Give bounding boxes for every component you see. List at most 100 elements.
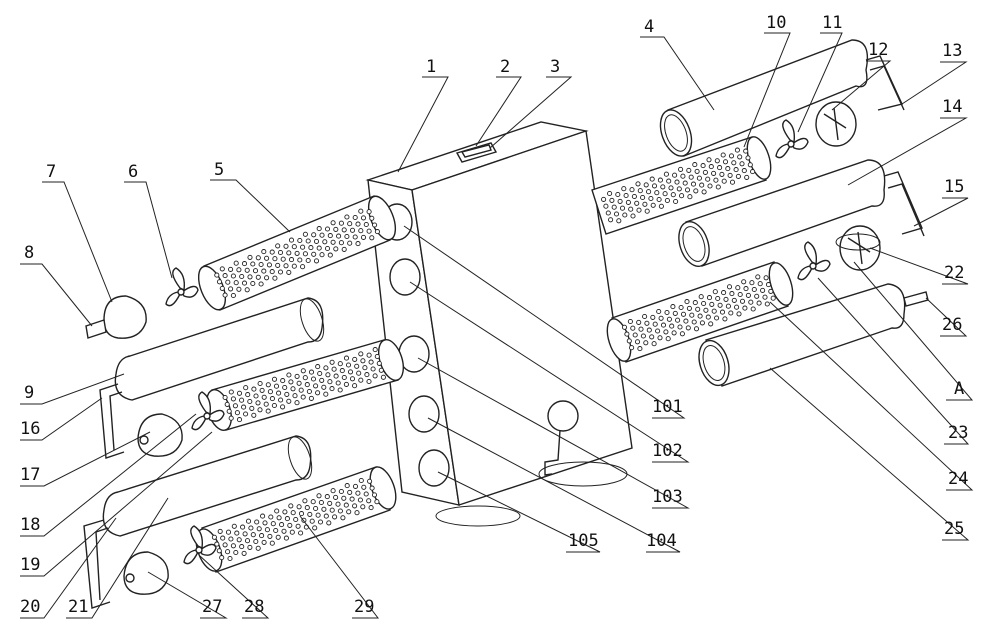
perforation-hole [256,526,262,532]
label-11: 11 [822,13,842,33]
perforation-hole [291,244,297,250]
perforation-hole [680,173,686,179]
perforation-hole [333,373,339,379]
perforation-hole [729,291,735,297]
perforation-hole [318,499,324,506]
perforation-hole [651,183,658,189]
perforation-hole [670,304,676,310]
perforation-hole [675,317,681,323]
perforation-hole [651,341,657,347]
perforation-hole [236,537,242,543]
perforation-hole [240,524,246,530]
perforation-hole [316,493,322,499]
perforation-hole [337,387,343,393]
perforation-hole [310,499,316,505]
perforation-hole [273,383,280,389]
perforation-hole [741,168,747,174]
label-4: 4 [644,17,654,37]
perforation-hole [287,522,293,528]
perforation-hole [311,232,317,238]
perforation-hole [277,269,284,275]
perforation-hole [261,394,267,400]
perforation-hole [275,534,281,540]
perforation-hole [244,267,250,273]
perforation-hole [295,523,301,529]
perforation-hole [699,320,705,326]
perforation-hole [298,387,304,393]
perforation-hole [733,167,739,173]
perforation-hole [304,505,310,511]
perforation-hole [274,508,280,514]
perforation-hole [684,187,691,193]
perforation-hole [680,311,687,317]
perforation-hole [296,504,302,510]
perforation-hole [668,185,674,191]
perforation-hole [233,260,239,266]
perforation-hole [222,542,228,548]
label-1: 1 [426,57,436,77]
perforation-hole [352,234,358,240]
perforation-hole [705,176,711,182]
perforation-hole [739,298,746,304]
perforation-hole [698,294,704,300]
perforation-hole [369,485,375,491]
label-2: 2 [500,57,510,77]
perforation-hole [372,373,378,379]
perforation-hole [220,535,226,541]
perforation-hole [296,380,302,386]
perforation-hole [258,281,264,287]
perforation-hole [338,488,344,495]
perforation-hole [275,243,281,249]
perforation-hole [234,410,240,416]
perforation-hole [309,518,315,524]
perforation-hole [230,273,236,279]
perforation-hole [717,165,723,171]
perforation-hole [678,304,684,311]
label-25: 25 [944,519,964,539]
perforation-hole [327,500,333,506]
perforation-hole [643,182,649,188]
perforation-hole [684,299,690,305]
perforation-hole [228,536,234,542]
tank-14 [678,159,925,267]
perforation-hole [358,208,364,214]
label-22: 22 [944,263,964,283]
perforation-hole [259,387,265,393]
perforation-hole [255,400,261,406]
perforation-hole [280,378,286,384]
label-9: 9 [24,383,34,403]
perforation-hole [335,380,341,386]
perforation-hole [770,295,776,301]
perforation-hole [290,386,296,392]
perforation-hole [636,319,642,325]
perforation-hole [673,198,679,205]
perforation-hole [228,415,234,421]
perforation-hole [329,359,335,365]
perforation-hole [225,279,231,285]
perforation-hole [257,380,263,387]
perforation-hole [332,514,338,520]
perforation-hole [734,147,740,153]
perforation-hole [672,310,678,316]
label-29: 29 [354,597,374,617]
perforation-hole [286,269,292,275]
perforation-hole [731,297,737,303]
tank-9 [99,297,325,459]
perforation-hole [230,543,236,549]
perforation-hole [671,330,677,336]
perforation-hole [269,249,275,255]
perforation-hole [696,175,702,181]
perforation-hole [319,377,325,383]
perforation-hole [723,296,729,302]
perforation-hole [624,331,630,337]
label-8: 8 [24,243,34,263]
perforation-hole [655,328,661,334]
perforation-hole [250,261,256,267]
perforation-hole [247,254,253,260]
perforation-hole [631,193,637,200]
perforation-hole [241,261,248,267]
perforation-hole [637,188,643,194]
perforation-hole [731,160,737,166]
perforation-hole [300,368,306,374]
perforation-hole [358,477,364,484]
